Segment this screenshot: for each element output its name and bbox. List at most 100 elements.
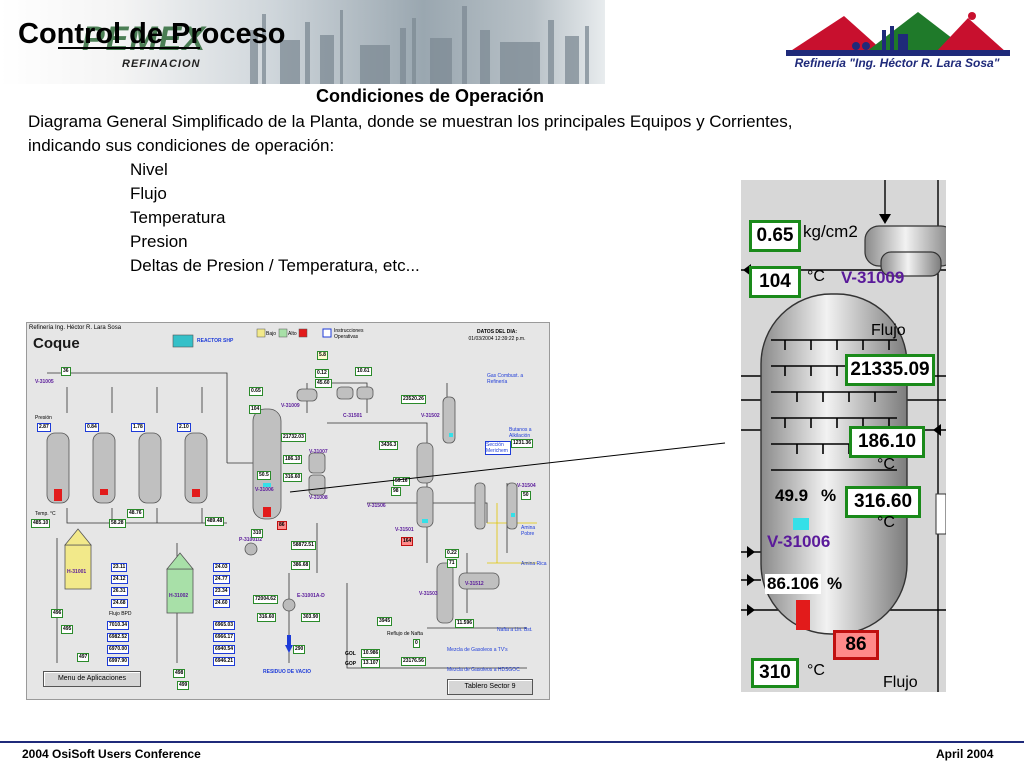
- field-label: Temp. °C: [35, 511, 56, 517]
- value-box: 72004.62: [253, 595, 278, 604]
- legend-instructions[interactable]: Instrucciones Operativas: [334, 328, 364, 340]
- stream-label: GOL: [345, 651, 356, 657]
- tag-v31009: V-31009: [281, 403, 300, 409]
- value-box: 6970.00: [107, 645, 130, 654]
- value-box: 59.16: [393, 477, 410, 486]
- value-box: 6982.52: [107, 633, 130, 642]
- scada-title: Coque: [33, 335, 80, 352]
- value-box: 498: [173, 669, 186, 678]
- temp-bottom-value-box: 310: [751, 658, 799, 688]
- value-box: 10.61: [355, 367, 372, 376]
- value-box: 36: [61, 367, 71, 376]
- field-label: Flujo BPD: [109, 611, 132, 617]
- title-underline: [58, 47, 200, 49]
- header-banner: PEMEX REFINACION: [0, 0, 605, 84]
- footer-conference: 2004 OsiSoft Users Conference: [22, 747, 201, 761]
- tag-p31001: P-31001/2: [239, 537, 263, 543]
- scada-plant-name: Refinería Ing. Héctor R. Lara Sosa: [29, 325, 122, 331]
- value-box: 26.31: [111, 587, 128, 596]
- condition-item: Presion: [130, 232, 188, 251]
- value-box-alarm: 164: [401, 537, 414, 546]
- bottom-level-value: 86.106: [765, 574, 821, 594]
- value-box: 316.60: [257, 613, 277, 622]
- pressure-unit: kg/cm2: [803, 222, 858, 241]
- tag-v31503: V-31503: [419, 591, 438, 597]
- condition-item: Flujo: [130, 184, 167, 203]
- value-box: 24.68: [111, 599, 128, 608]
- value-box-alarm: 86: [277, 521, 287, 530]
- value-box: 5.8: [317, 351, 328, 360]
- pemex-sub-logo: REFINACION: [122, 58, 201, 70]
- value-box: 58.28: [109, 519, 126, 528]
- value-box: 23520.26: [401, 395, 426, 404]
- process-flow-diagram: [46, 328, 537, 669]
- condition-item: Temperatura: [130, 208, 226, 227]
- tag-v31506: V-31506: [367, 503, 386, 509]
- level-pct: %: [821, 486, 837, 505]
- tag-v31007: V-31007: [309, 449, 328, 455]
- temp-mid1-value-box: 186.10: [849, 426, 925, 458]
- condition-item: Deltas de Presion / Temperatura, etc...: [130, 256, 420, 275]
- value-box: 386.68: [291, 561, 311, 570]
- value-box: 23.11: [111, 563, 128, 572]
- value-box: 3436.3: [379, 441, 399, 450]
- tag-v31008: V-31008: [309, 495, 328, 501]
- flow-label: Flujo: [871, 322, 906, 339]
- value-box: 2.87: [37, 423, 51, 432]
- temp-bottom-alarm-box: 86: [833, 630, 879, 660]
- value-box: 23176.56: [401, 657, 426, 666]
- value-box: 6966.17: [213, 633, 236, 642]
- stream-label: RESIDUO DE VACIO: [263, 669, 311, 675]
- value-box: 6965.03: [213, 621, 236, 630]
- stream-label: GOP: [345, 661, 357, 667]
- tag-h31001: H-31001: [67, 569, 87, 575]
- tag-v31512: V-31512: [465, 581, 484, 587]
- vessel-top-tag: V-31009: [841, 268, 905, 287]
- reactor-shp-link[interactable]: REACTOR SHP: [197, 338, 234, 344]
- scada-screenshot: Refinería Ing. Héctor R. Lara Sosa Coque…: [26, 322, 550, 700]
- temp-unit: °C: [807, 662, 825, 679]
- level-value: 49.9: [775, 486, 809, 505]
- value-box: 48.76: [127, 509, 144, 518]
- menu-aplicaciones-button[interactable]: Menu de Aplicaciones: [43, 671, 141, 687]
- value-box: 45.60: [315, 379, 332, 388]
- refinery-name: Refinería "Ing. Héctor R. Lara Sosa": [794, 56, 1000, 70]
- value-box: 6946.21: [213, 657, 236, 666]
- value-box: 50.5: [257, 471, 271, 480]
- stream-label: Mezcla de Gasoleos a TV's: [447, 647, 508, 653]
- intro-text: Diagrama General Simplificado de la Plan…: [28, 112, 793, 155]
- stream-label: Mezcla de Gasoleos a HDSGOC: [447, 667, 520, 673]
- section-heading: Condiciones de Operación: [315, 86, 545, 106]
- value-box: 0.12: [315, 369, 329, 378]
- merichem-box[interactable]: Sección Merichem: [485, 441, 511, 455]
- stream-label: Butanos a Alkilación: [509, 427, 532, 439]
- vessel-main-tag: V-31006: [767, 532, 831, 551]
- temp-unit: °C: [807, 268, 825, 285]
- value-box: 290: [293, 645, 306, 654]
- tag-v31504: V-31504: [517, 483, 536, 489]
- datos-label: DATOS DEL DIA:: [476, 329, 517, 335]
- temp-mid2-value-box: 316.60: [845, 486, 921, 518]
- legend-bajo: Bajo: [266, 331, 277, 337]
- value-box: 10.986: [361, 649, 381, 658]
- tag-c31501: C-31501: [343, 413, 363, 419]
- value-box: 186.10: [283, 455, 303, 464]
- temp-unit: °C: [877, 456, 895, 473]
- value-box: 0.84: [85, 423, 99, 432]
- page-title: Control de Proceso: [18, 18, 286, 50]
- tag-h31002: H-31002: [169, 593, 189, 599]
- value-box: 2.10: [177, 423, 191, 432]
- value-box: 310: [251, 529, 264, 538]
- tag-v31005: V-31005: [35, 379, 54, 385]
- value-box: 104: [249, 405, 262, 414]
- tag-v31502: V-31502: [421, 413, 440, 419]
- tablero-sector-button[interactable]: Tablero Sector 9: [447, 679, 533, 695]
- conditions-list: Nivel Flujo Temperatura Presion Deltas d…: [130, 158, 420, 278]
- value-box: 0.65: [249, 387, 263, 396]
- value-box: 58872.51: [291, 541, 316, 550]
- temp-top-value-box: 104: [749, 266, 801, 298]
- value-box: 1.78: [131, 423, 145, 432]
- stream-label: Amina Rica: [521, 561, 547, 567]
- value-box: 495: [61, 625, 74, 634]
